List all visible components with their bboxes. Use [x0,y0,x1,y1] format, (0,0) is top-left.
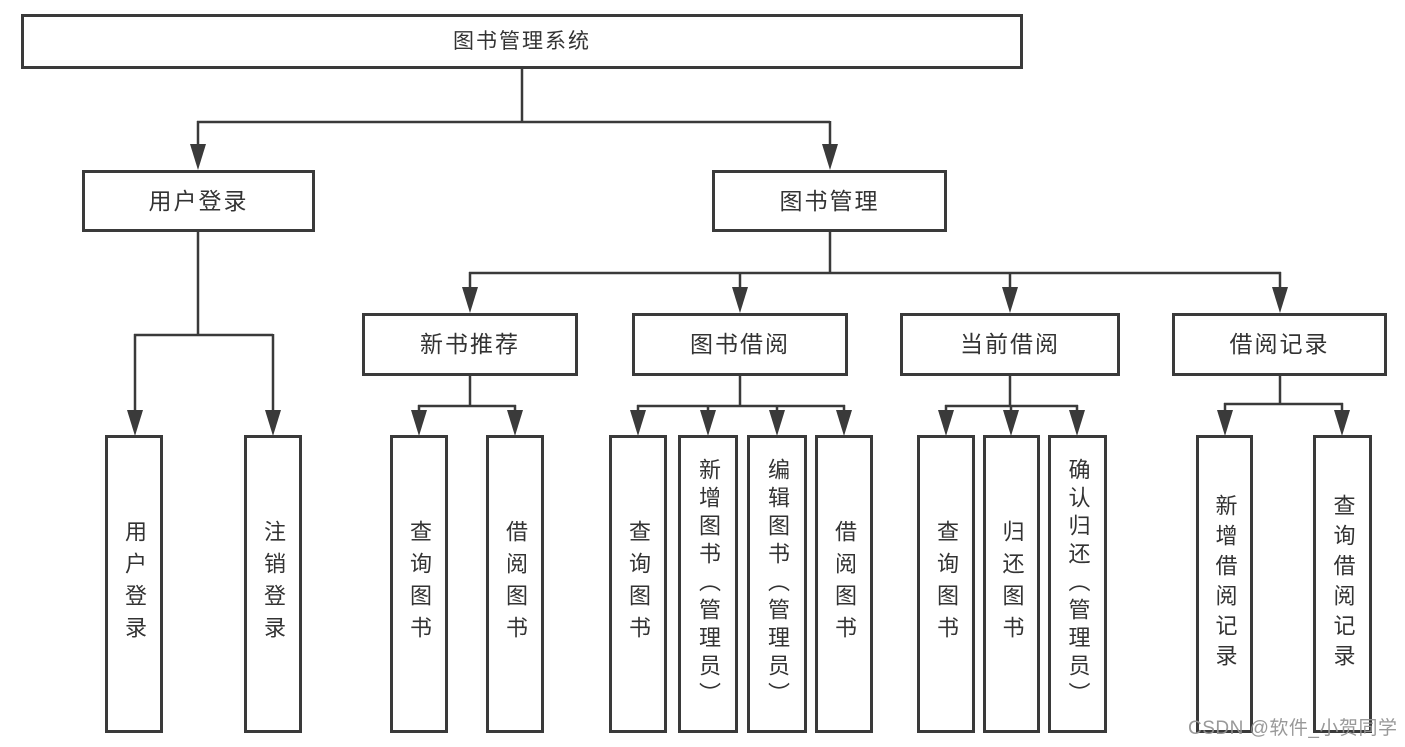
node-system-root: 图书管理系统 [21,14,1023,69]
leaf-confirm-return-admin: 确认归还（管理员） [1048,435,1107,733]
leaf-newbook-borrow: 借阅图书 [486,435,544,733]
leaf-record-query: 查询借阅记录 [1313,435,1372,733]
node-label: 查询借阅记录 [1330,494,1356,674]
node-label: 注销登录 [261,520,286,648]
node-book-management: 图书管理 [712,170,947,232]
node-label: 借阅图书 [832,520,857,648]
node-current-borrow: 当前借阅 [900,313,1120,376]
node-label: 当前借阅 [960,331,1060,357]
node-label: 查询图书 [934,520,959,648]
node-label: 借阅记录 [1229,331,1330,357]
node-book-borrow: 图书借阅 [632,313,848,376]
node-label: 图书借阅 [690,331,790,357]
node-label: 用户登录 [148,187,249,214]
leaf-logout: 注销登录 [244,435,302,733]
node-label: 新增图书（管理员） [696,458,721,710]
node-label: 图书管理 [779,187,880,214]
node-label: 确认归还（管理员） [1065,458,1091,710]
leaf-record-add: 新增借阅记录 [1196,435,1253,733]
node-label: 编辑图书（管理员） [765,458,790,710]
node-label: 归还图书 [999,520,1025,648]
csdn-watermark: CSDN @软件_小贺同学 [1188,718,1398,739]
leaf-borrow-query: 查询图书 [609,435,667,733]
leaf-borrow-book: 借阅图书 [815,435,873,733]
node-borrow-records: 借阅记录 [1172,313,1387,376]
leaf-borrow-add-admin: 新增图书（管理员） [678,435,738,733]
node-user-login: 用户登录 [82,170,315,232]
node-label: 用户登录 [122,520,147,648]
leaf-newbook-query: 查询图书 [390,435,448,733]
leaf-borrow-edit-admin: 编辑图书（管理员） [747,435,807,733]
leaf-current-query: 查询图书 [917,435,975,733]
node-new-book-recommend: 新书推荐 [362,313,578,376]
leaf-user-login: 用户登录 [105,435,163,733]
node-label: 新书推荐 [420,331,520,357]
node-label: 借阅图书 [503,520,528,648]
node-label: 查询图书 [626,520,651,648]
node-label: 查询图书 [407,520,432,648]
node-label: 新增借阅记录 [1212,494,1238,674]
node-label: 图书管理系统 [453,30,591,53]
leaf-return-book: 归还图书 [983,435,1040,733]
